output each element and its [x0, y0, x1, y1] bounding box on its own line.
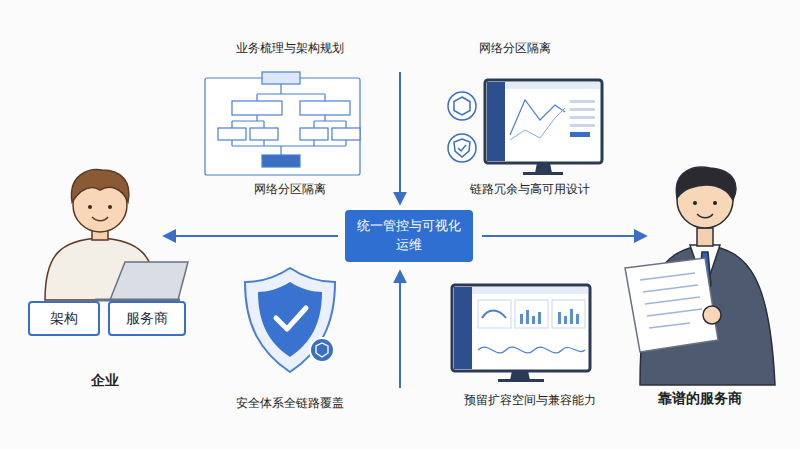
section-caption: 安全体系全链路覆盖: [236, 395, 344, 412]
role-label: 企业: [91, 372, 119, 390]
central-box: 统一管控与可视化运维: [345, 210, 473, 262]
org-chart: [205, 72, 360, 175]
node-text: 架构: [50, 308, 78, 328]
section-caption: 预留扩容空间与兼容能力: [464, 392, 596, 409]
monitor-bottom: [452, 285, 590, 382]
section-caption: 链路冗余与高可用设计: [470, 181, 590, 198]
provider-person: [625, 167, 775, 385]
enterprise-person: [45, 170, 188, 300]
node-text: 服务商: [126, 308, 168, 328]
security-shield: [245, 268, 335, 372]
section-caption: 业务梳理与架构规划: [236, 40, 344, 57]
enterprise-box: 架构: [28, 301, 100, 336]
node-text: 统一管控与可视化运维: [355, 217, 463, 255]
monitor-top: [448, 80, 602, 175]
enterprise-box: 服务商: [108, 301, 186, 336]
role-label: 靠谱的服务商: [658, 390, 742, 408]
section-caption: 网络分区隔离: [479, 40, 551, 57]
section-caption: 网络分区隔离: [254, 181, 326, 198]
flow-arrows: [165, 72, 645, 388]
